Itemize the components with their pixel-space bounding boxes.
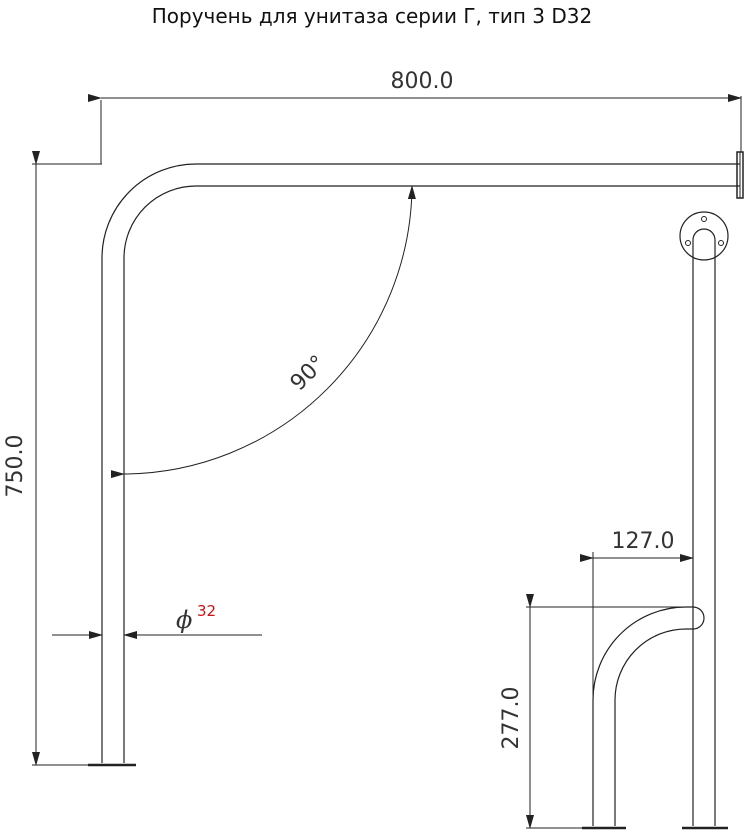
- side-view-support: [592, 606, 705, 826]
- angle-arc: [110, 185, 416, 479]
- offset-dimension: [580, 552, 694, 700]
- offset-dimension-label: 127.0: [612, 529, 675, 554]
- diameter-symbol: ϕ: [176, 606, 192, 634]
- width-dimension: [88, 94, 742, 164]
- height-dimension-label: 750.0: [3, 435, 28, 498]
- wall-flange: [736, 151, 744, 199]
- lower-height-dimension-label: 277.0: [499, 687, 524, 750]
- side-view-rail: [692, 228, 716, 826]
- lower-height-dimension: [526, 594, 686, 829]
- side-flange: [679, 211, 729, 261]
- diameter-value: 32: [197, 602, 216, 620]
- drawing-title: Поручень для унитаза серии Г, тип 3 D32: [151, 4, 593, 28]
- height-dimension: [32, 151, 102, 766]
- angle-label: 90°: [286, 351, 331, 396]
- width-dimension-label: 800.0: [391, 69, 454, 94]
